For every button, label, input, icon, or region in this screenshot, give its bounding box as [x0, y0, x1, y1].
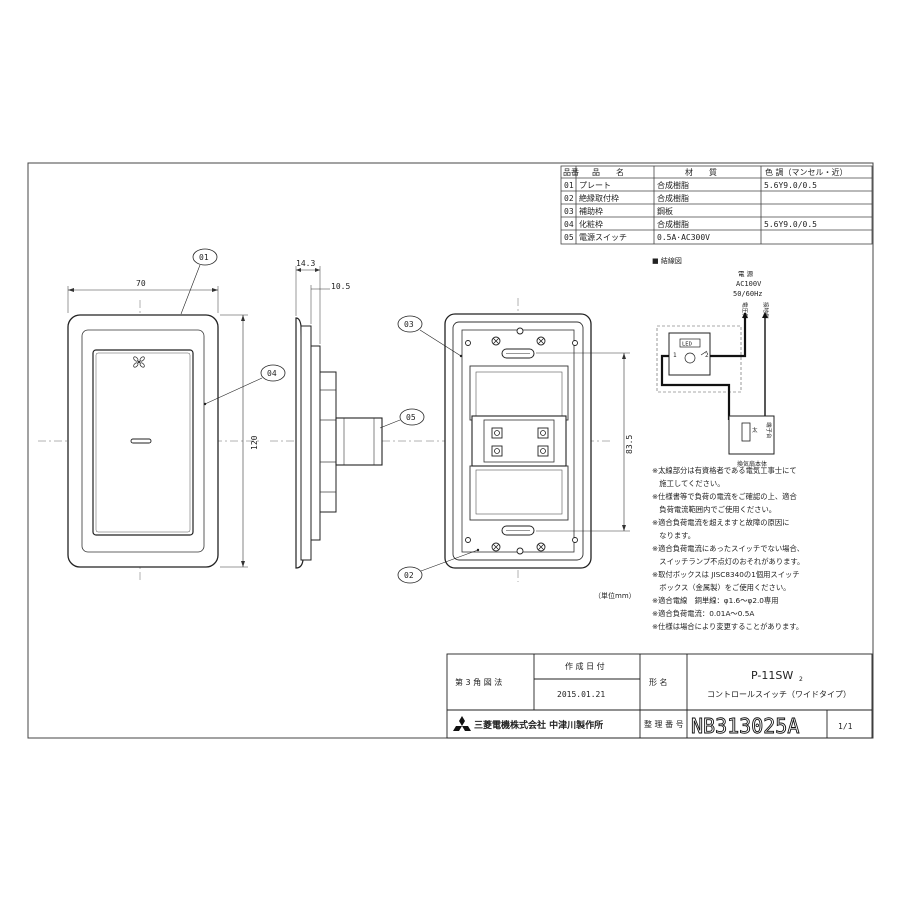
live-side-label: 電圧側 [741, 302, 749, 319]
parts-table-rows: 01 プレート 合成樹脂 5.6Y9.0/0.5 02 絶縁取付枠 合成樹脂 0… [564, 180, 817, 242]
header-no: 品番 [563, 167, 579, 177]
model-subscript: 2 [799, 676, 803, 683]
header-name: 品 名 [592, 167, 624, 177]
wiring-title: ■ 結線図 [652, 256, 682, 265]
title-block [446, 653, 873, 739]
row-color: 5.6Y9.0/0.5 [764, 181, 817, 190]
ground-side-label: 接地側 [762, 302, 770, 319]
row-material: 合成樹脂 [657, 219, 689, 229]
switch-module [335, 417, 383, 466]
row-name: 補助枠 [579, 206, 603, 216]
callouts: 01 04 05 03 02 [180, 248, 480, 584]
company-name: 三菱電機株式会社 中津川製作所 [474, 719, 603, 731]
dim-width: 70 [136, 279, 146, 288]
mitsubishi-logo-icon [453, 716, 471, 731]
callout-03: 03 [404, 320, 414, 329]
motor-label: 換気扇本体 [737, 460, 767, 468]
note-line: ※取付ボックスは JISC8340の1個用スイッチ [652, 570, 800, 579]
dim-height: 120 [250, 435, 259, 450]
note-line: ※適合負荷電流を超えますと故障の原因に [652, 518, 789, 527]
row-material: 0.5A·AC300V [657, 233, 710, 242]
terminal-2: 2 [705, 352, 709, 359]
note-line: ※適合負荷電流：0.01A〜0.5A [652, 609, 754, 618]
led-label: LED [682, 342, 692, 348]
row-material: 合成樹脂 [657, 180, 689, 190]
note-line: 施工してください。 [652, 479, 725, 488]
power-label: 電 源 [738, 269, 754, 278]
document-number: NB313025A [691, 714, 799, 738]
date-value: 2015.01.21 [557, 690, 605, 699]
row-name: 化粧枠 [579, 219, 603, 229]
callout-04: 04 [267, 369, 277, 378]
title-block-text: 第 3 角 図 法 作 成 日 付 2015.01.21 形 名 P-11SW … [453, 661, 853, 738]
plate-inner [81, 329, 205, 553]
terminal-1: 1 [673, 352, 677, 359]
dim-depth-front: 10.5 [331, 282, 350, 291]
note-line: なります。 [652, 531, 695, 540]
rear-view: 83.5 [426, 298, 634, 582]
note-line: スイッチランプ不点灯のおそれがあります。 [652, 557, 804, 566]
product-name: コントロールスイッチ（ワイドタイプ） [707, 690, 851, 699]
note-line: ※太線部分は有資格者である電気工事士にて [652, 466, 797, 475]
note-line: ※適合負荷電流にあったスイッチでない場合、 [652, 544, 804, 553]
side-view: 14.3 10.5 [270, 259, 422, 569]
front-view: 70 120 [38, 279, 262, 580]
motor-terminal-box [728, 415, 775, 455]
note-line: 負荷電流範囲内でご使用ください。 [652, 505, 776, 514]
callout-02: 02 [404, 571, 414, 580]
motor-mark: 太 [752, 426, 758, 434]
row-no: 05 [564, 233, 574, 242]
row-color: 5.6Y9.0/0.5 [764, 220, 817, 229]
parts-table-header: 品番 品 名 材 質 色 調（マンセル・近） [563, 167, 848, 177]
unit-label: （単位mm） [594, 591, 636, 600]
header-material: 材 質 [685, 167, 717, 177]
dim-depth-total: 14.3 [296, 259, 315, 268]
indicator-lamp [130, 438, 152, 444]
header-color: 色 調（マンセル・近） [765, 167, 848, 177]
rocker-switch [92, 349, 194, 536]
rear-switch-module [471, 415, 567, 467]
dim-mount-pitch: 83.5 [625, 435, 634, 454]
note-line: ※仕様書等で負荷の電流をご確認の上、適合 [652, 492, 797, 501]
frequency-label: 50/60Hz [733, 290, 763, 298]
parts-table [560, 165, 873, 245]
wiring-diagram: ■ 結線図 電 源 AC100V 50/60Hz 電圧側 接地側 LED 1 2… [652, 256, 775, 468]
sheet-number: 1/1 [838, 722, 853, 731]
callout-01: 01 [199, 253, 209, 262]
row-no: 03 [564, 207, 574, 216]
fan-icon [133, 356, 145, 368]
row-name: 電源スイッチ [579, 233, 627, 242]
note-line: ボックス（金属製）をご使用ください。 [652, 583, 790, 592]
model-label: 形 名 [649, 677, 668, 687]
model-value: P-11SW [751, 669, 793, 682]
row-name: プレート [579, 181, 611, 190]
voltage-label: AC100V [736, 280, 762, 288]
row-name: 絶縁取付枠 [579, 193, 619, 203]
number-label: 整 理 番 号 [644, 719, 684, 729]
date-label: 作 成 日 付 [565, 661, 605, 671]
notes: ※太線部分は有資格者である電気工事士にて 施工してください。 ※仕様書等で負荷の… [652, 466, 804, 631]
row-no: 04 [564, 220, 574, 229]
note-line: ※仕様は場合により変更することがあります。 [652, 622, 803, 631]
row-material: 鋼板 [657, 206, 673, 216]
row-material: 合成樹脂 [657, 193, 689, 203]
projection-label: 第 3 角 図 法 [455, 677, 502, 687]
callout-05: 05 [406, 413, 416, 422]
row-no: 01 [564, 181, 574, 190]
terminal-block-label: 端子台 [765, 422, 773, 439]
row-no: 02 [564, 194, 574, 203]
note-line: ※適合電線 銅単線：φ1.6〜φ2.0専用 [652, 596, 779, 605]
